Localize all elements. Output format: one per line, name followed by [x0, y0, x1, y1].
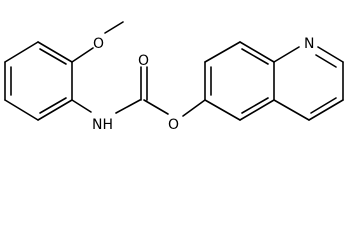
- bond: [239, 41, 275, 63]
- bond: [317, 46, 344, 63]
- ester-oxygen-label: O: [168, 117, 179, 133]
- bond: [37, 99, 73, 121]
- bond: [204, 99, 241, 121]
- methoxy-group: O: [71, 21, 124, 63]
- bond: [71, 47, 94, 63]
- methoxy-oxygen-label: O: [93, 36, 104, 52]
- quinoline-ring: N: [204, 36, 344, 121]
- bond: [310, 97, 337, 114]
- bond: [143, 99, 169, 115]
- bond: [39, 48, 67, 65]
- bond: [315, 54, 337, 68]
- carbamate-group: NH O O: [71, 53, 206, 133]
- bond: [37, 41, 73, 63]
- quinoline-nitrogen-label: N: [304, 36, 314, 52]
- bond: [308, 99, 344, 121]
- bond: [241, 48, 269, 65]
- bond: [239, 99, 275, 121]
- bond: [241, 97, 269, 114]
- bond: [4, 41, 39, 63]
- amide-nitrogen-label: NH: [92, 117, 113, 133]
- bond: [39, 97, 67, 114]
- bond: [204, 41, 241, 63]
- bond: [182, 99, 206, 117]
- bond: [273, 99, 310, 121]
- bond: [104, 21, 124, 34]
- bond: [71, 99, 92, 113]
- bond: [4, 99, 39, 121]
- bond: [273, 46, 300, 63]
- chemical-structure: O NH O O N: [4, 21, 344, 133]
- bond: [115, 99, 141, 114]
- carbonyl-oxygen-label: O: [138, 53, 149, 69]
- phenyl-ring: [4, 41, 73, 121]
